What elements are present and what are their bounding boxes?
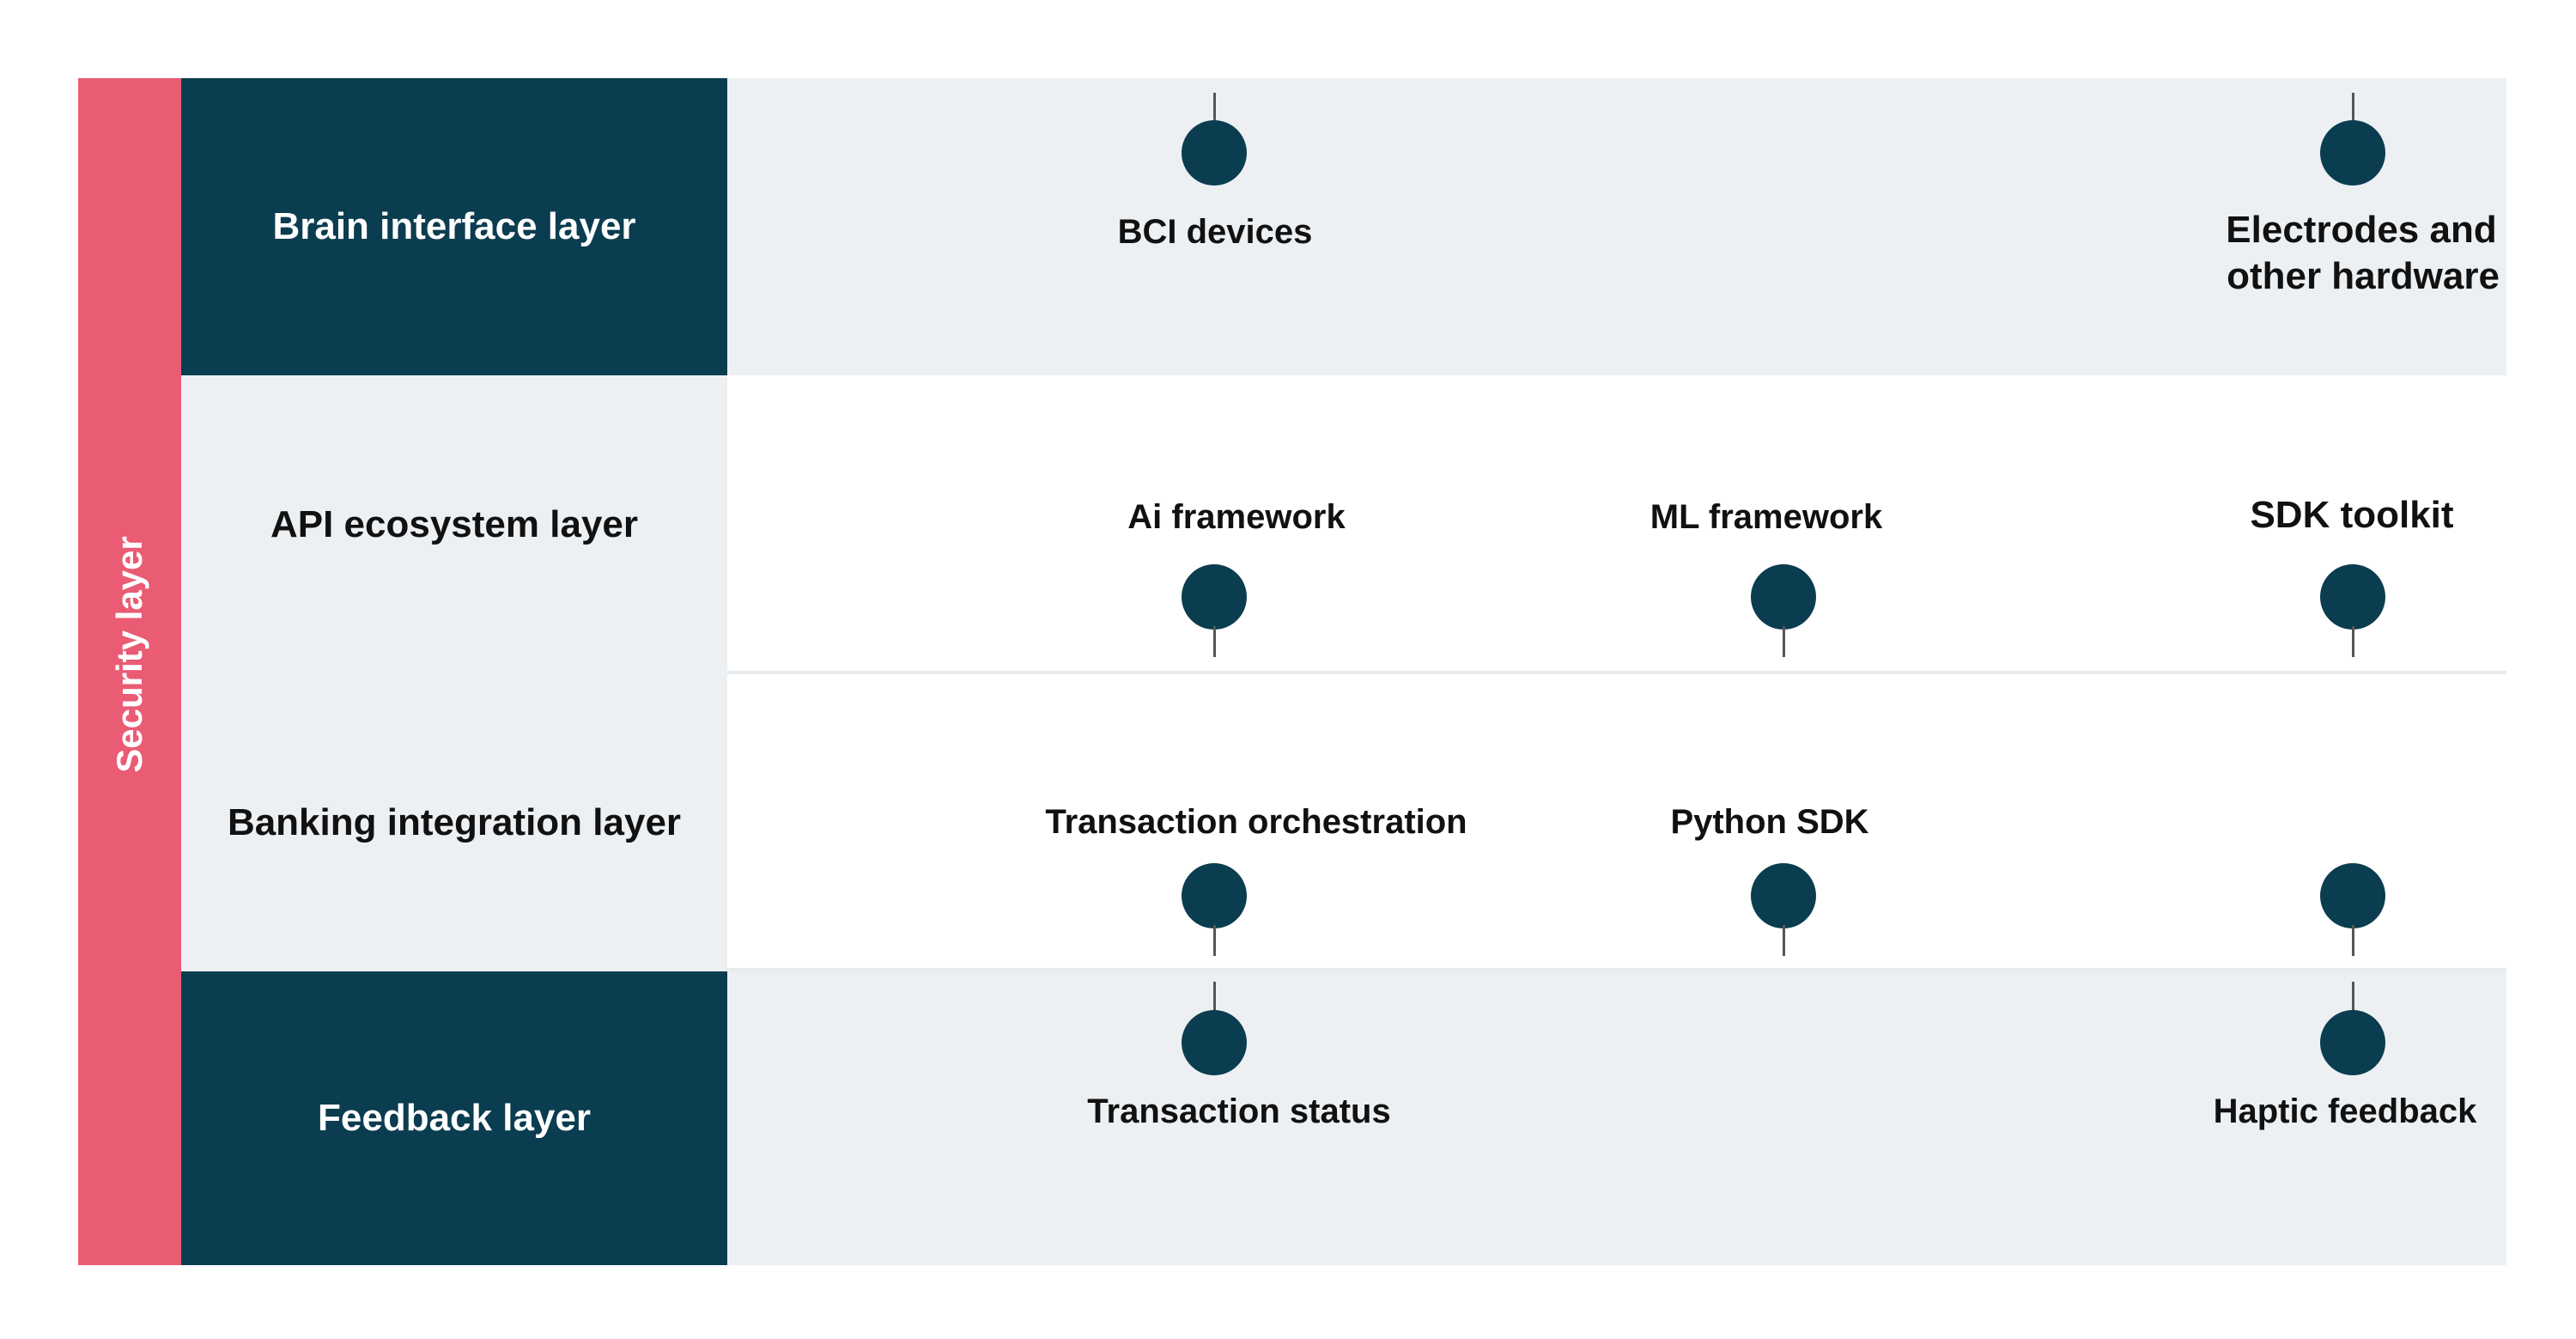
security-layer-bar — [78, 78, 181, 1265]
brain-interface-layer-label: Brain interface layer — [272, 205, 636, 247]
api-ecosystem-layer-label: API ecosystem layer — [270, 503, 639, 545]
sdk-toolkit-node — [2320, 564, 2385, 630]
feedback-layer-cell: Feedback layer — [181, 971, 727, 1265]
electrodes-label-line1: Electrodes and — [2226, 209, 2497, 251]
node-stem — [2352, 982, 2354, 1013]
node-stem — [1213, 626, 1216, 657]
ml-framework-label: ML framework — [1649, 498, 1883, 536]
banking-integration-layer-label: Banking integration layer — [227, 801, 682, 843]
haptic-feedback-node — [2320, 1010, 2385, 1075]
brain-interface-layer-cell: Brain interface layer — [181, 78, 727, 375]
feedback-layer-label: Feedback layer — [318, 1097, 591, 1139]
node-stem — [1213, 982, 1216, 1013]
api-ecosystem-layer-cell: API ecosystem layer — [181, 375, 727, 674]
node-stem — [2352, 626, 2354, 657]
ai-framework-label: Ai framework — [1127, 498, 1346, 536]
bci-devices-node — [1182, 120, 1247, 186]
brain-interface-layer-content: BCI devices Electrodes and other hardwar… — [727, 78, 2506, 375]
transaction-orchestration-node — [1182, 863, 1247, 928]
python-sdk-label: Python SDK — [1670, 803, 1869, 841]
python-sdk-node — [1751, 863, 1816, 928]
transaction-status-node — [1182, 1010, 1247, 1075]
transaction-orchestration-label: Transaction orchestration — [1045, 803, 1467, 841]
unlabeled-node — [2320, 863, 2385, 928]
ml-framework-node — [1751, 564, 1816, 630]
node-stem — [1213, 925, 1216, 956]
node-stem — [2352, 925, 2354, 956]
node-stem — [1213, 93, 1216, 124]
node-stem — [2352, 93, 2354, 124]
transaction-status-label: Transaction status — [1087, 1093, 1391, 1130]
row-feedback-layer: Feedback layer Transaction status Haptic… — [181, 971, 2506, 1265]
bci-devices-label: BCI devices — [1117, 213, 1313, 251]
api-ecosystem-layer-content: Ai framework ML framework SDK toolkit — [727, 375, 2506, 674]
banking-integration-layer-content: Transaction orchestration Python SDK — [727, 674, 2506, 971]
sdk-toolkit-label: SDK toolkit — [2250, 494, 2454, 536]
banking-integration-layer-cell: Banking integration layer — [181, 674, 727, 971]
electrodes-node — [2320, 120, 2385, 186]
security-layer-label: Security layer — [109, 536, 149, 773]
feedback-layer-content: Transaction status Haptic feedback — [727, 971, 2506, 1265]
electrodes-label-line2: other hardware — [2227, 255, 2500, 297]
row-brain-interface-layer: Brain interface layer BCI devices Electr… — [181, 78, 2506, 375]
haptic-feedback-label: Haptic feedback — [2213, 1093, 2477, 1130]
node-stem — [1783, 925, 1785, 956]
node-stem — [1783, 626, 1785, 657]
row-banking-integration-layer: Banking integration layer Transaction or… — [181, 674, 2506, 971]
ai-framework-node — [1182, 564, 1247, 630]
row-api-ecosystem-layer: API ecosystem layer Ai framework ML fram… — [181, 375, 2506, 674]
